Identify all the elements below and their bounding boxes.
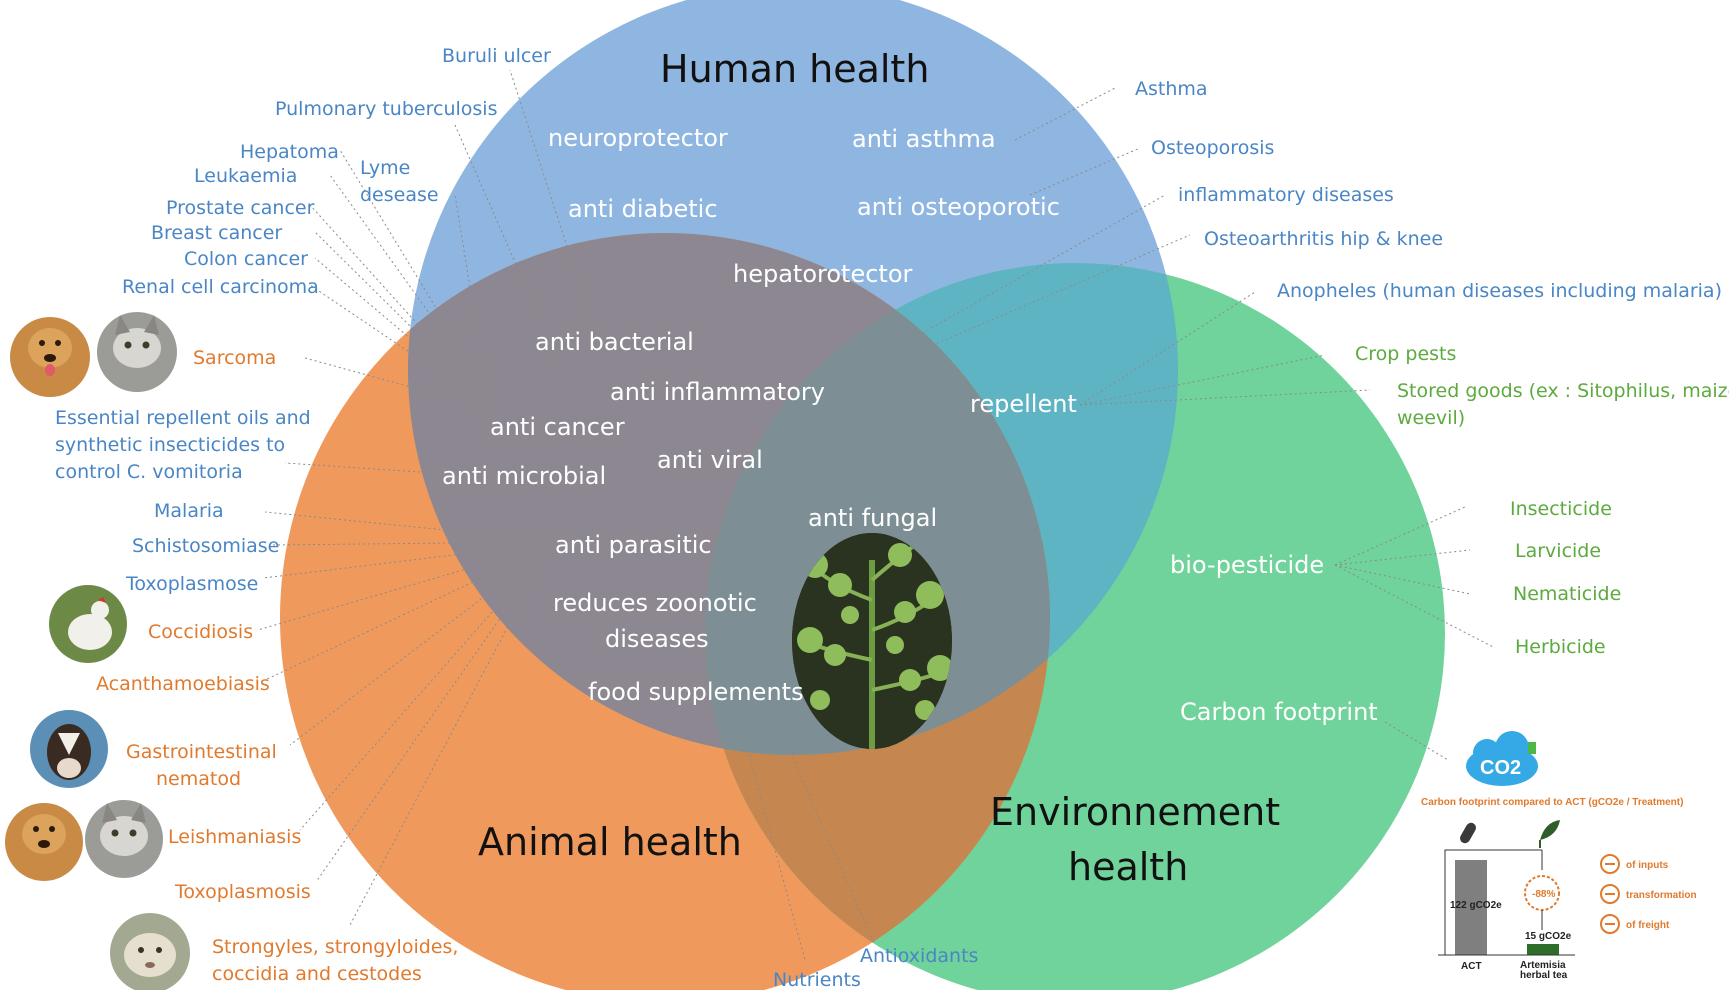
label-anti-parasitic: anti parasitic <box>555 531 712 559</box>
act-value: 122 gCO2e <box>1450 900 1502 911</box>
leaf-icon <box>1539 820 1560 848</box>
dog-icon <box>10 317 90 397</box>
label-carbon-footprint: Carbon footprint <box>1180 698 1378 726</box>
outcome-malaria: Malaria <box>154 500 224 522</box>
legend-inputs-label: of inputs <box>1626 860 1669 871</box>
animal-health-title: Animal health <box>478 820 742 864</box>
cat-icon <box>97 312 177 392</box>
label-bio-pesticide: bio-pesticide <box>1170 551 1324 579</box>
label-anti-microbial: anti microbial <box>442 462 606 490</box>
tea-label-line1: Artemisia <box>1520 960 1566 971</box>
label-food-supplements: food supplements <box>588 678 804 706</box>
outcome-anopheles: Anopheles (human diseases including mala… <box>1277 280 1722 302</box>
legend-transformation-label: transformation <box>1626 890 1697 901</box>
label-anti-asthma: anti asthma <box>852 125 996 153</box>
outcome-herbicide: Herbicide <box>1515 636 1606 658</box>
chicken-icon <box>49 585 127 663</box>
tea-label-line2: herbal tea <box>1520 970 1568 981</box>
outcome-asthma: Asthma <box>1135 78 1208 100</box>
outcome-crop-pests: Crop pests <box>1355 343 1456 365</box>
outcome-coccidiosis: Coccidiosis <box>148 621 253 643</box>
human-health-title: Human health <box>660 47 929 91</box>
leader-lines <box>257 69 1496 961</box>
outcome-nematicide: Nematicide <box>1513 583 1621 605</box>
label-anti-bacterial: anti bacterial <box>535 328 694 356</box>
outcome-gastrointestinal-line1: Gastrointestinal <box>126 741 277 763</box>
act-bar <box>1455 860 1487 955</box>
outcome-gastrointestinal-line2: nematod <box>156 768 241 790</box>
act-label: ACT <box>1461 961 1482 972</box>
outcome-essential-oils-line1: Essential repellent oils and <box>55 407 311 429</box>
outcome-schistosomiase: Schistosomiase <box>132 535 279 557</box>
cat-icon <box>85 800 163 878</box>
legend-freight: of freight <box>1600 914 1670 934</box>
label-anti-cancer: anti cancer <box>490 413 625 441</box>
outcome-toxoplasmose: Toxoplasmose <box>125 573 258 595</box>
outcome-pulmonary-tuberculosis: Pulmonary tuberculosis <box>275 98 497 120</box>
outcome-osteoporosis: Osteoporosis <box>1151 137 1274 159</box>
legend-freight-label: of freight <box>1626 920 1670 931</box>
label-anti-viral: anti viral <box>657 446 763 474</box>
outcome-osteoarthritis: Osteoarthritis hip & knee <box>1204 228 1443 250</box>
carbon-footprint-panel: CO2 Carbon footprint compared to ACT (gC… <box>1421 731 1697 981</box>
dog-icon <box>5 803 83 881</box>
artemisia-plant-icon <box>792 533 952 749</box>
outcome-inflammatory-diseases: inflammatory diseases <box>1178 184 1394 206</box>
outcome-strongyles-line2: coccidia and cestodes <box>212 963 422 985</box>
legend-inputs: of inputs <box>1600 854 1669 874</box>
sheep-icon <box>110 913 190 990</box>
outcome-colon-cancer: Colon cancer <box>184 248 308 270</box>
outcome-insecticide: Insecticide <box>1510 498 1612 520</box>
legend-transformation: transformation <box>1600 884 1697 904</box>
label-anti-diabetic: anti diabetic <box>568 195 718 223</box>
label-reduces-zoonotic-line2: diseases <box>605 625 709 653</box>
outcome-renal-cell-carcinoma: Renal cell carcinoma <box>122 276 319 298</box>
outcome-prostate-cancer: Prostate cancer <box>166 197 315 219</box>
label-anti-inflammatory: anti inflammatory <box>610 378 825 406</box>
label-repellent: repellent <box>970 390 1077 418</box>
label-hepatorotector: hepatorotector <box>733 260 913 288</box>
outcome-stored-goods-line2: weevil) <box>1397 407 1465 429</box>
outcome-antioxidants: Antioxidants <box>860 945 978 967</box>
outcome-stored-goods-line1: Stored goods (ex : Sitophilus, maize <box>1397 380 1729 402</box>
label-anti-fungal: anti fungal <box>808 504 937 532</box>
co2-label: CO2 <box>1480 757 1521 779</box>
center-overlap <box>705 263 1050 755</box>
outcome-leukaemia: Leukaemia <box>194 165 297 187</box>
pill-icon <box>1460 822 1476 844</box>
cow-icon <box>30 710 108 788</box>
outcome-buruli-ulcer: Buruli ulcer <box>442 45 551 67</box>
outcome-lyme-line1: Lyme <box>360 157 410 179</box>
outcome-nutrients: Nutrients <box>773 969 861 990</box>
co2-cloud-icon: CO2 <box>1466 731 1538 786</box>
tea-value: 15 gCO2e <box>1525 931 1572 942</box>
outcome-hepatoma: Hepatoma <box>240 141 339 163</box>
outcome-strongyles-line1: Strongyles, strongyloides, <box>212 936 458 958</box>
label-anti-osteoporotic: anti osteoporotic <box>857 193 1060 221</box>
carbon-caption: Carbon footprint compared to ACT (gCO2e … <box>1421 797 1683 808</box>
environment-health-title-line2: health <box>1068 845 1188 889</box>
reduction-percent: -88% <box>1532 889 1555 900</box>
label-neuroprotector: neuroprotector <box>548 124 728 152</box>
outcome-toxoplasmosis: Toxoplasmosis <box>174 881 311 903</box>
outcome-leishmaniasis: Leishmaniasis <box>168 826 301 848</box>
outcome-essential-oils-line3: control C. vomitoria <box>55 461 243 483</box>
outcome-essential-oils-line2: synthetic insecticides to <box>55 434 285 456</box>
tea-bar <box>1527 944 1559 955</box>
outcome-larvicide: Larvicide <box>1515 540 1601 562</box>
outcome-acanthamoebiasis: Acanthamoebiasis <box>96 673 270 695</box>
environment-health-title-line1: Environnement <box>990 790 1280 834</box>
outcome-lyme-line2: desease <box>360 184 439 206</box>
outcome-sarcoma: Sarcoma <box>193 347 276 369</box>
outcome-breast-cancer: Breast cancer <box>151 222 282 244</box>
label-reduces-zoonotic-line1: reduces zoonotic <box>553 589 757 617</box>
